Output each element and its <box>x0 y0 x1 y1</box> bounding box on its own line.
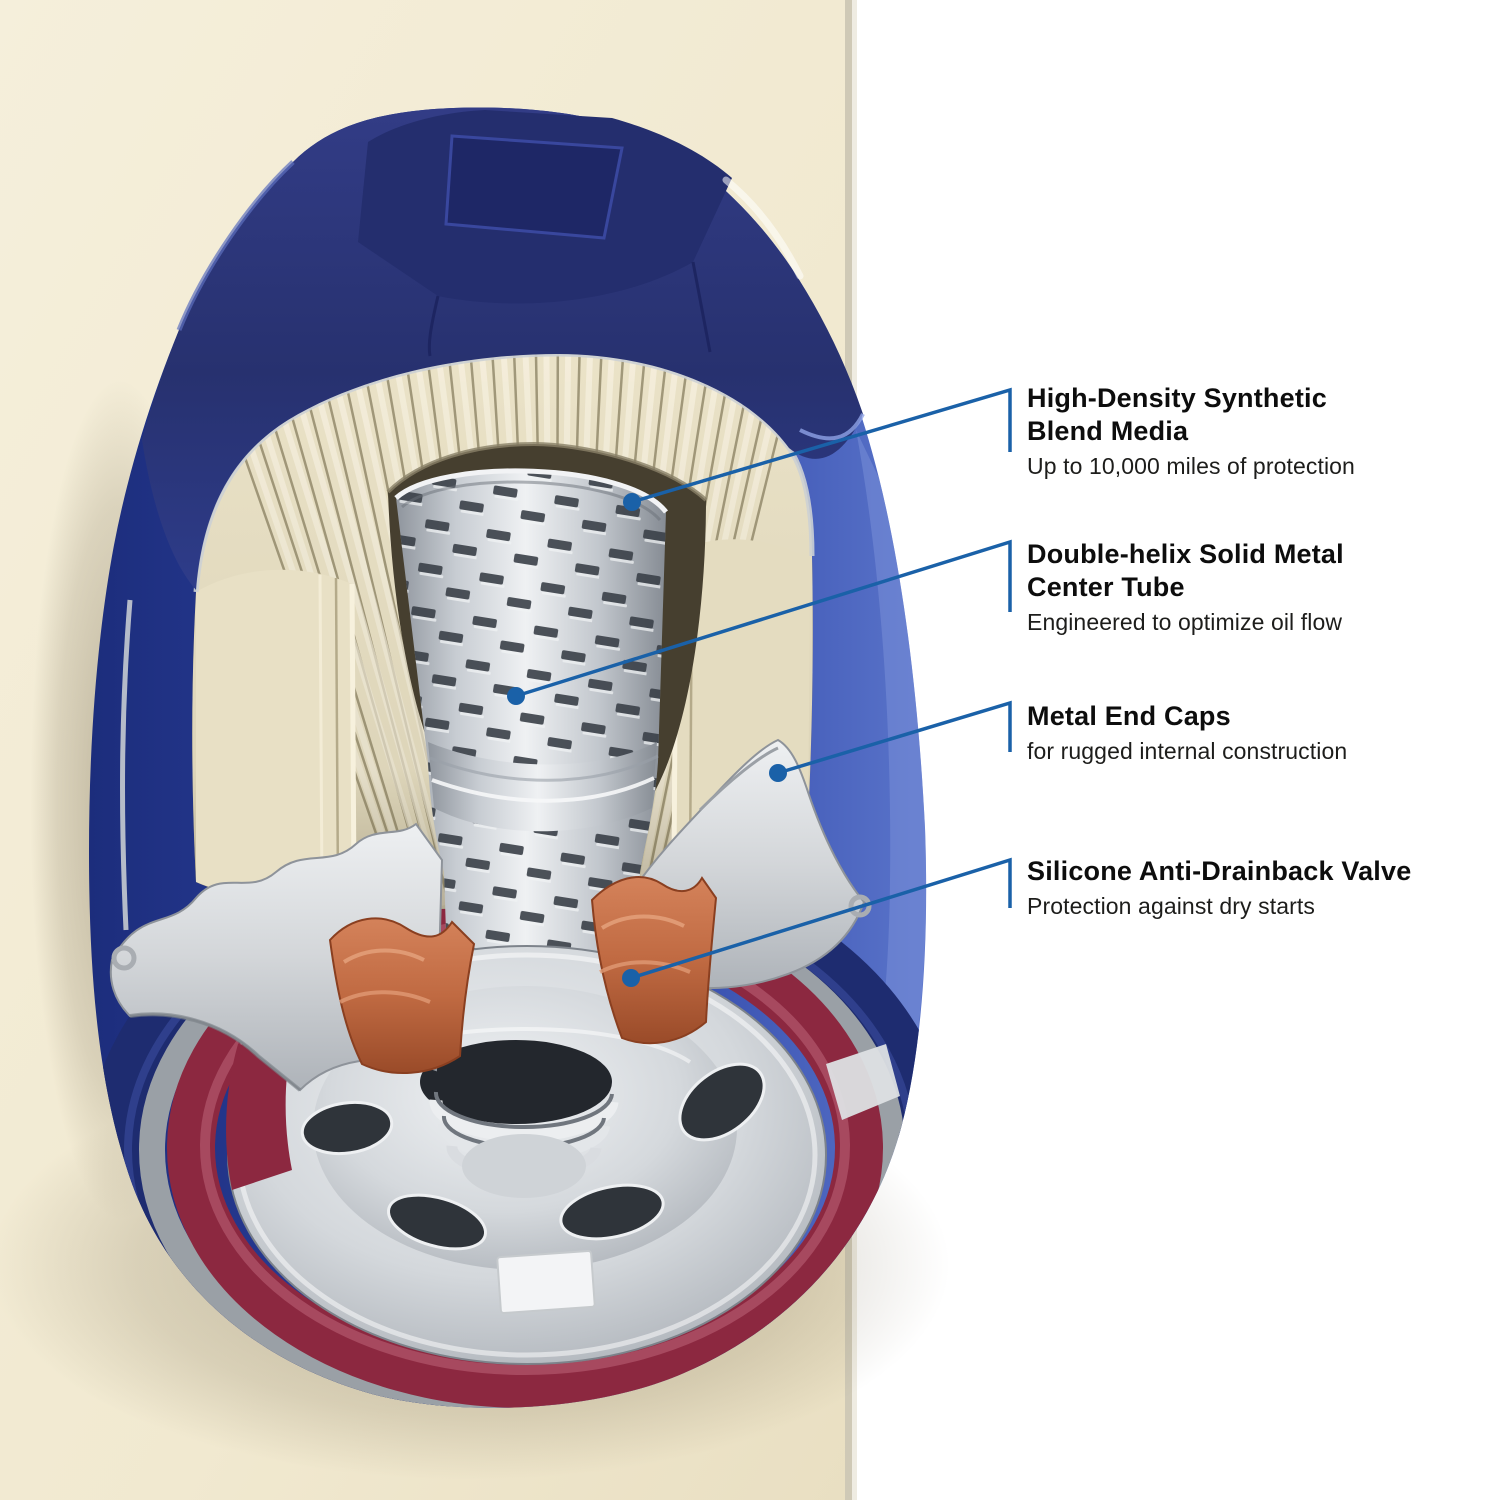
callout-end-caps-title: Metal End Caps <box>1027 700 1467 733</box>
base-plate-right-tab <box>826 1044 900 1120</box>
filter-cap <box>142 107 865 591</box>
end-cap-curl-left <box>111 945 137 971</box>
callout-dot-1 <box>623 493 641 511</box>
callout-end-caps: Metal End Caps for rugged internal const… <box>1027 700 1467 766</box>
leader-line-1 <box>631 387 1012 504</box>
shell-right-highlight <box>856 430 927 1150</box>
callout-center-tube-title: Double-helix Solid Metal Center Tube <box>1027 538 1467 604</box>
cap-specular-highlight <box>722 176 804 280</box>
callout-valve-desc: Protection against dry starts <box>1027 893 1315 919</box>
callout-center-tube-title-line2: Center Tube <box>1027 572 1185 602</box>
callout-center-tube-title-line1: Double-helix Solid Metal <box>1027 539 1344 569</box>
leader-line-4 <box>630 857 1012 980</box>
callout-media-title-line1: High-Density Synthetic <box>1027 383 1327 413</box>
silicone-anti-drainback-valve <box>328 876 718 1074</box>
callout-valve: Silicone Anti-Drainback Valve Protection… <box>1027 855 1467 921</box>
callout-leaders <box>515 387 1012 980</box>
callout-media-title: High-Density Synthetic Blend Media <box>1027 382 1467 448</box>
leader-line-2 <box>515 539 1012 698</box>
shell-cut-edge-left <box>120 599 133 931</box>
callout-dot-4 <box>622 969 640 987</box>
callout-center-tube: Double-helix Solid Metal Center Tube Eng… <box>1027 538 1467 637</box>
shell-cut-edge <box>193 351 815 593</box>
callout-dots <box>507 493 787 987</box>
callout-valve-title: Silicone Anti-Drainback Valve <box>1027 855 1467 888</box>
callout-dot-3 <box>769 764 787 782</box>
leader-line-3 <box>777 700 1012 775</box>
callout-media-title-line2: Blend Media <box>1027 416 1189 446</box>
callout-media-desc: Up to 10,000 miles of protection <box>1027 453 1355 479</box>
callout-media: High-Density Synthetic Blend Media Up to… <box>1027 382 1467 481</box>
callout-dot-2 <box>507 687 525 705</box>
callout-valve-title-line1: Silicone Anti-Drainback Valve <box>1027 856 1412 886</box>
base-plate-tab <box>496 1249 596 1315</box>
tube-top-rim <box>394 468 668 514</box>
callout-end-caps-title-line1: Metal End Caps <box>1027 701 1231 731</box>
end-cap-curl-right <box>848 894 872 918</box>
threaded-mount <box>420 1040 619 1198</box>
callout-center-tube-desc: Engineered to optimize oil flow <box>1027 609 1343 635</box>
tube-seam-band <box>428 742 657 832</box>
cap-recessed-boss <box>444 134 624 240</box>
callout-end-caps-desc: for rugged internal construction <box>1027 738 1348 764</box>
